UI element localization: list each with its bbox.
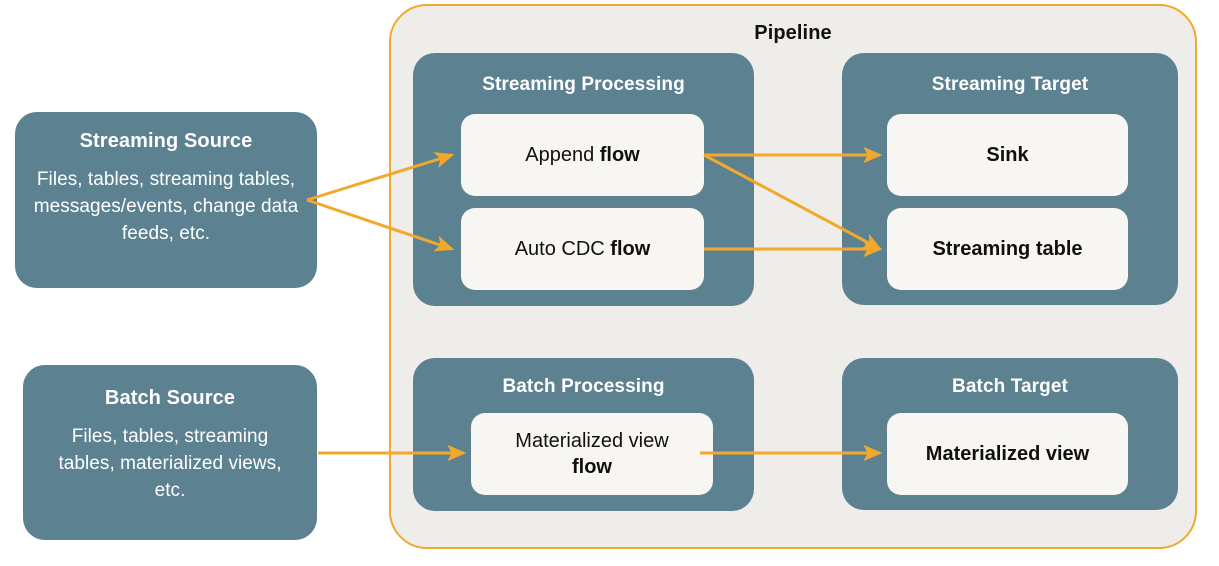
append-flow-card[interactable]: Append flow: [461, 114, 704, 196]
sink-label: Sink: [986, 144, 1029, 166]
streaming-target-box[interactable]: Streaming Target Sink Streaming table: [842, 53, 1178, 305]
batch-processing-title: Batch Processing: [502, 376, 665, 397]
batch-source-title: Batch Source: [104, 387, 236, 409]
streaming-processing-box[interactable]: Streaming Processing Append flow Auto CD…: [413, 53, 754, 306]
streaming-table-card[interactable]: Streaming table: [887, 208, 1128, 290]
batch-target-box[interactable]: Batch Target Materialized view: [842, 358, 1178, 510]
streaming-processing-title: Streaming Processing: [482, 74, 685, 95]
auto-cdc-flow-label: Auto CDC flow: [515, 236, 651, 262]
materialized-view-card[interactable]: Materialized view: [887, 413, 1128, 495]
materialized-view-label: Materialized view: [925, 443, 1090, 465]
auto-cdc-flow-card[interactable]: Auto CDC flow: [461, 208, 704, 290]
batch-source-box[interactable]: Batch Source Files, tables, streaming ta…: [23, 365, 317, 540]
append-flow-label-bold: flow: [599, 144, 640, 166]
materialized-view-flow-label-bold: flow: [572, 456, 612, 478]
materialized-view-flow-card[interactable]: Materialized view flow: [471, 413, 713, 495]
streaming-source-box[interactable]: Streaming Source Files, tables, streamin…: [15, 112, 317, 288]
auto-cdc-flow-label-bold: flow: [610, 238, 651, 260]
streaming-target-title: Streaming Target: [931, 74, 1089, 95]
batch-processing-box[interactable]: Batch Processing Materialized view flow: [413, 358, 754, 511]
batch-source-description: Files, tables, streaming tables, materia…: [58, 426, 282, 501]
streaming-source-description: Files, tables, streaming tables, message…: [33, 169, 299, 244]
streaming-source-title: Streaming Source: [79, 130, 253, 152]
batch-target-title: Batch Target: [952, 376, 1068, 397]
streaming-table-label: Streaming table: [932, 238, 1083, 260]
sink-card[interactable]: Sink: [887, 114, 1128, 196]
pipeline-title: Pipeline: [754, 22, 832, 44]
append-flow-label: Append flow: [525, 142, 640, 168]
append-flow-label-prefix: Append: [525, 144, 600, 166]
auto-cdc-flow-label-prefix: Auto CDC: [514, 238, 611, 260]
materialized-view-flow-label-prefix: Materialized view: [515, 430, 669, 452]
